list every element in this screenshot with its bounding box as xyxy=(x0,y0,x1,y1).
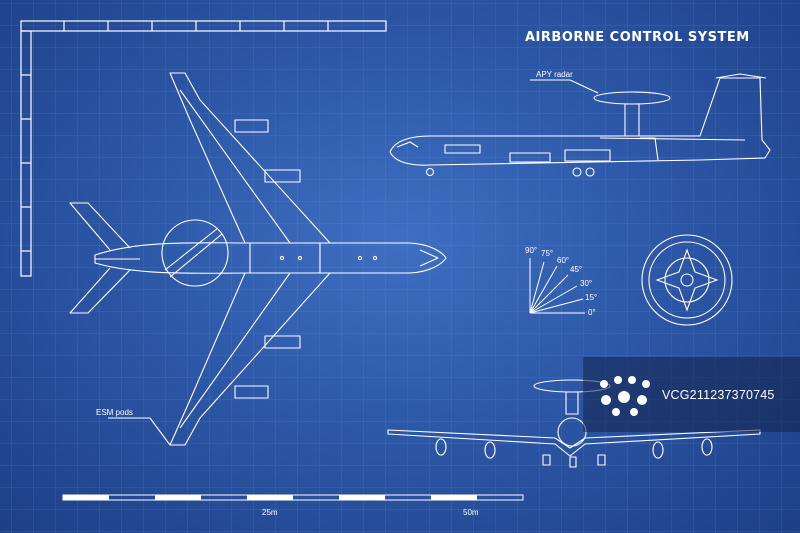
angle-15-label: 15° xyxy=(585,293,598,302)
scale-label-25m: 25m xyxy=(262,508,278,517)
angle-45-label: 45° xyxy=(570,265,583,274)
apy-radar-label: APY radar xyxy=(536,70,573,79)
esm-pods-label: ESM pods xyxy=(96,408,133,417)
page-title: AIRBORNE CONTROL SYSTEM xyxy=(525,30,750,45)
vcg-logo-icon xyxy=(600,376,650,416)
angle-75-label: 75° xyxy=(541,249,554,258)
angle-0-label: 0° xyxy=(588,308,596,317)
angle-90-label: 90° xyxy=(525,246,538,255)
scale-label-50m: 50m xyxy=(463,508,479,517)
angle-60-label: 60° xyxy=(557,256,570,265)
watermark-text: VCG211237370745 xyxy=(662,388,775,402)
angle-30-label: 30° xyxy=(580,279,593,288)
